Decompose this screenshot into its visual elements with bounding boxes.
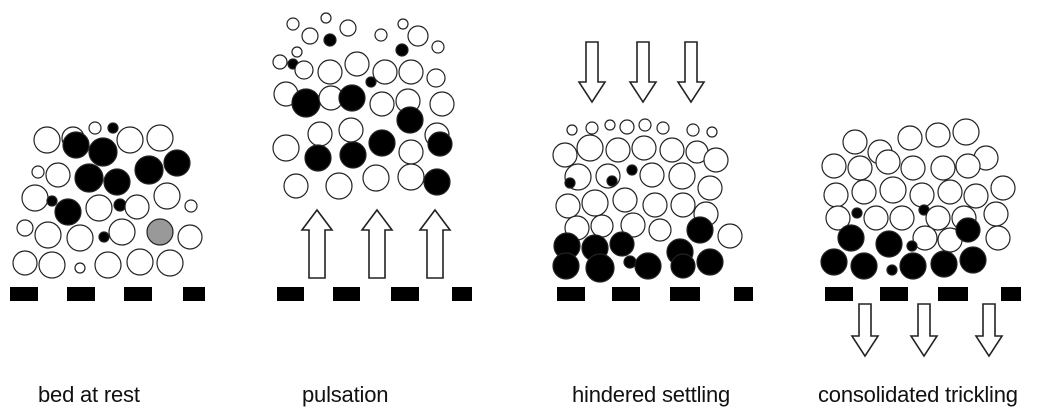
particle-bed-consolidated-trickling [820,118,1016,280]
upward-flow-arrows [300,208,452,279]
panel-pulsation [272,12,472,301]
panel-hindered-settling [552,41,753,301]
downward-flow-arrows [577,41,706,104]
caption-consolidated-trickling: consolidated trickling [818,382,1018,407]
down-arrow-icon [909,303,939,358]
down-arrow-icon [974,303,1004,358]
caption-hindered-settling: hindered settling [572,382,731,407]
down-arrow-icon [850,303,880,358]
particle-bed-at-rest [12,121,203,279]
particle-bed-hindered-settling [552,118,743,283]
up-arrow-icon [418,208,452,279]
up-arrow-icon [360,208,394,279]
panel-consolidated-trickling [820,118,1021,358]
caption-bed-at-rest: bed at rest [38,382,140,407]
down-arrow-icon [676,41,706,104]
screen-deck [557,287,753,301]
downward-flow-arrows [850,303,1004,358]
down-arrow-icon [628,41,658,104]
caption-pulsation: pulsation [302,382,389,407]
up-arrow-icon [300,208,334,279]
particle-bed-pulsation [272,12,455,200]
panel-bed-at-rest [10,121,205,301]
down-arrow-icon [577,41,607,104]
screen-deck [825,287,1021,301]
screen-deck [277,287,472,301]
screen-deck [10,287,205,301]
